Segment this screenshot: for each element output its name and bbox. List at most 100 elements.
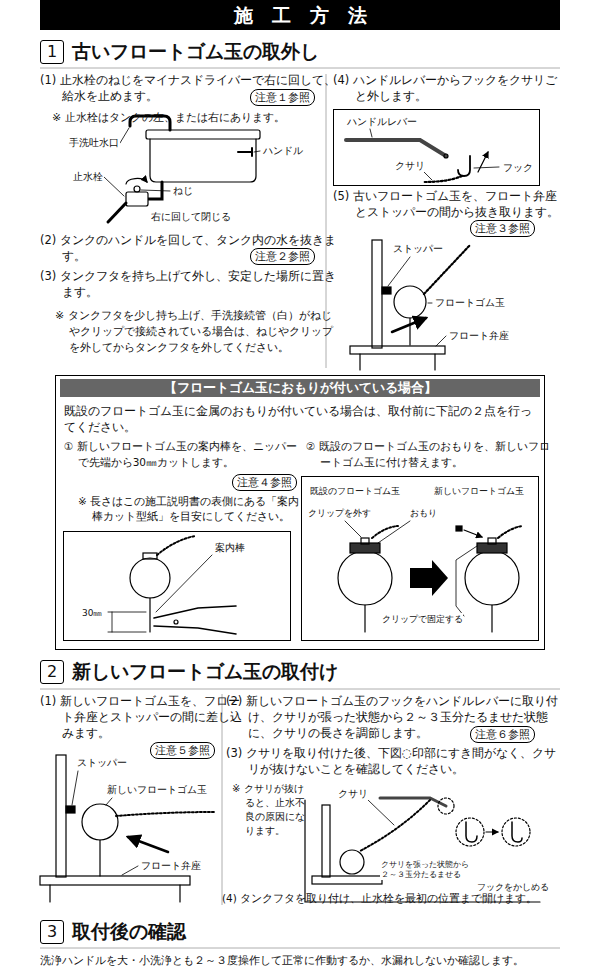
part-label: クサリを張った状態から２～３玉分たるませる	[380, 860, 472, 880]
section-rules-part	[40, 689, 560, 690]
chain-adjust-illustration-part	[486, 831, 498, 832]
chain-adjust-illustration-part	[312, 876, 382, 884]
note-ref: 注意３参照	[475, 221, 530, 236]
float-removal-illustration-part	[382, 287, 391, 294]
weight-note-box: 【フロートゴム玉におもりが付いている場合】既設のフロートゴム玉に金属のおもりが付…	[55, 375, 545, 650]
weight-swap-illustration-part	[488, 538, 496, 544]
section-number: 1	[40, 40, 64, 64]
body-text: (1) 止水栓のねじをマイナスドライバーで右に回して、給水を止めます。	[40, 72, 344, 104]
tank-illustration-part	[104, 128, 260, 196]
section-heading: 1古いフロートゴム玉の取外し	[40, 40, 550, 66]
lever-illustration-part	[346, 140, 446, 156]
section-number: 2	[40, 660, 64, 684]
body-text: (4) タンクフタを取り付け、止水栓を最初の位置まで開けます。	[222, 890, 562, 906]
float-removal-illustration-part	[392, 318, 426, 332]
section-rules-part	[40, 68, 560, 69]
lever-illustration	[346, 129, 499, 182]
note-text: ※ クサリが抜けると、止水不良の原因になります。	[232, 782, 311, 838]
chain-adjust-illustration-part	[360, 800, 430, 851]
part-label: ストッパー	[76, 757, 128, 769]
chain-adjust-illustration-part	[502, 818, 530, 846]
note-ref: 注意２参照	[255, 249, 310, 264]
note-ref-badge: 注意３参照	[470, 220, 535, 237]
float-removal-illustration-part	[409, 318, 410, 345]
part-label: ねじ	[172, 185, 194, 197]
float-removal-illustration-part	[350, 346, 445, 354]
float-install-illustration-part	[40, 876, 190, 885]
float-install-illustration-part	[116, 812, 214, 816]
tank-illustration-part	[146, 130, 260, 139]
note-ref-badge: 注意４参照	[232, 474, 297, 491]
float-install-illustration-part	[50, 885, 180, 902]
body-text: 洗浄ハンドルを大・小洗浄とも２～３度操作して正常に作動するか、水漏れしないか確認…	[40, 953, 570, 969]
title-band: 施 工 方 法	[40, 0, 560, 30]
body-text: (3) タンクフタを持ち上げて外し、安定した場所に置きます。	[40, 268, 344, 300]
note-ref-badge: 注意５参照	[150, 742, 215, 759]
lever-illustration-part	[478, 152, 488, 172]
rod-cut-illustration-part	[156, 555, 212, 612]
box-text: 既設のフロートゴム玉に金属のおもりが付いている場合は、取付前に下記の２点を行って…	[64, 403, 536, 435]
section-title: 新しいフロートゴム玉の取付け	[72, 659, 338, 683]
chain-adjust-illustration-part	[438, 798, 454, 814]
float-install-illustration-part	[99, 840, 100, 876]
rod-cut-illustration-part	[174, 620, 178, 624]
weight-swap-illustration-part	[498, 526, 522, 538]
section-rules-part	[40, 948, 560, 949]
part-label: クリップで固定する	[382, 613, 463, 625]
section-heading: 2 新しいフロートゴム玉の取付け	[40, 660, 550, 686]
float-removal-illustration-part	[372, 240, 382, 348]
float-install-illustration	[40, 755, 214, 902]
float-removal-illustration-part	[360, 354, 435, 370]
weight-swap-illustration-part	[338, 551, 392, 605]
float-removal-illustration-part	[394, 286, 426, 318]
body-text: (2) タンクのハンドルを回して、タンク内の水を抜きます。	[40, 232, 344, 264]
float-install-illustration-part	[56, 755, 66, 877]
rod-cut-illustration-part	[143, 553, 157, 559]
section-title: 取付後の確認	[72, 919, 186, 943]
note-ref: 注意１参照	[255, 90, 310, 105]
weight-swap-illustration-part	[364, 605, 365, 632]
note-ref-badge: 注意１参照	[250, 89, 315, 106]
float-install-illustration-part	[82, 804, 118, 840]
section-number: 3	[40, 920, 64, 944]
part-label: フック	[502, 162, 534, 174]
weight-swap-illustration-part	[491, 605, 492, 632]
chain-adjust-illustration-part	[380, 798, 446, 806]
rod-cut-illustration-part	[157, 536, 195, 555]
part-label: ストッパー	[392, 243, 444, 255]
note-ref: 注意６参照	[475, 727, 530, 742]
part-label: 手洗吐水口	[68, 137, 120, 149]
chain-adjust-illustration-part	[466, 822, 477, 842]
section-rules-part	[326, 74, 327, 368]
illustration-frame: 案内棒30㎜	[63, 531, 291, 641]
rod-cut-illustration-part	[130, 558, 170, 598]
tank-illustration-part	[108, 203, 126, 222]
illustration-frame: ハンドルレバークサリフック	[333, 109, 540, 186]
box-text: ② 既設のフロートゴム玉のおもりを、新しいフロートゴム玉に付け替えます。	[306, 438, 552, 470]
part-label: 案内棒	[214, 542, 246, 554]
note-text: ※ 止水栓はタンクの左、または右にあります。	[52, 110, 336, 126]
tank-illustration-part	[238, 148, 252, 156]
part-label: 新しいフロートゴム玉	[434, 485, 524, 497]
float-install-illustration-part	[66, 806, 75, 813]
note-ref-badge: 注意２参照	[250, 248, 315, 265]
weight-swap-illustration-part	[361, 538, 369, 544]
tank-illustration-part	[134, 186, 140, 192]
part-label: ハンドルレバー	[346, 116, 418, 128]
section-rules-part	[222, 694, 223, 905]
part-label: フロート弁座	[140, 860, 202, 872]
note-ref-badge: 注意６参照	[470, 726, 535, 743]
rod-cut-illustration-part	[154, 606, 236, 634]
note-text: ※ タンクフタを少し持ち上げ、手洗接続管（白）がねじやクリップで接続されている場…	[55, 308, 334, 356]
chain-adjust-illustration-part	[456, 818, 484, 846]
float-install-illustration-part	[128, 837, 168, 852]
part-label: フロート弁座	[448, 330, 510, 342]
part-label: 止水栓	[72, 171, 104, 183]
body-text: (5) 古いフロートゴム玉を、フロート弁座とストッパーの間から抜き取ります。	[333, 188, 565, 220]
weight-swap-illustration-part	[464, 530, 482, 537]
section-heading: 3 取付後の確認	[40, 920, 550, 946]
tank-illustration-part	[126, 178, 147, 184]
lever-illustration-part	[444, 154, 448, 158]
body-text: (4) ハンドルレバーからフックをクサリごと外します。	[333, 72, 565, 104]
